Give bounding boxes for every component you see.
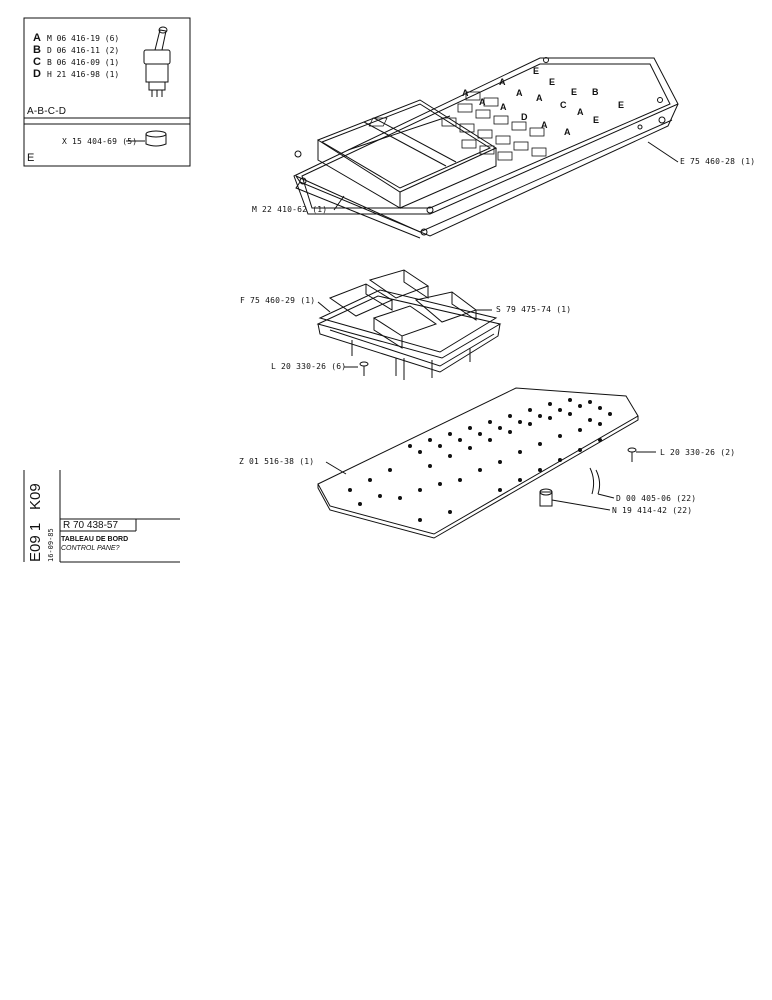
- panel-letter: A: [536, 93, 543, 103]
- panel-letter: C: [560, 100, 567, 110]
- toggle-switch-icon: [143, 26, 171, 97]
- legend-frame: [23, 17, 191, 167]
- legend-code: M 06 416-19 (6): [46, 33, 120, 43]
- panel-letter: A: [462, 88, 469, 98]
- panel-letter: E: [533, 66, 540, 76]
- part-label-board: Z 01 516-38 (1): [239, 457, 315, 466]
- part-label-lamp: N 19 414-42 (22): [612, 506, 693, 515]
- pcb-board: [317, 387, 639, 539]
- code-e: E09 1: [27, 522, 44, 562]
- part-label-cover: S 79 475-74 (1): [496, 305, 572, 314]
- legend-code: H 21 416-98 (1): [46, 69, 120, 79]
- part-label-housing: M 22 410-62 (1): [252, 205, 328, 214]
- button-grid: [368, 91, 547, 161]
- cap-icon: [126, 130, 167, 147]
- panel-letter: E: [618, 100, 625, 110]
- cap-code: X 15 404-69 (5): [62, 137, 138, 146]
- panel-letter: A: [541, 120, 548, 130]
- part-label-diode: D 00 405-06 (22): [616, 494, 697, 503]
- part-label-screw-top: L 20 330-26 (6): [271, 362, 347, 371]
- sub-housing: [316, 99, 498, 209]
- panel-letter: E: [571, 87, 578, 97]
- title-block-frame: [23, 470, 180, 563]
- pcb-holes: [348, 398, 612, 522]
- panel-base: [293, 57, 679, 239]
- legend-letter: D: [33, 68, 41, 80]
- lamp-icon: [539, 488, 611, 511]
- panel-letter: A: [516, 88, 523, 98]
- legend-row-b: B D 06 416-11 (2): [33, 44, 119, 56]
- panel-letter: D: [521, 112, 528, 122]
- code-k: K09: [27, 483, 44, 510]
- panel-letter: A: [500, 102, 507, 112]
- part-label-gasket: E 75 460-28 (1): [680, 157, 756, 166]
- legend-row-d: D H 21 416-98 (1): [33, 68, 119, 80]
- date-stamp: 16-09-85: [47, 528, 55, 562]
- panel-letter: E: [549, 77, 556, 87]
- panel-letter: A: [479, 97, 486, 107]
- screw-icon: [344, 361, 369, 376]
- legend-row-c: C B 06 416-09 (1): [33, 56, 119, 68]
- legend-letter: B: [33, 44, 41, 56]
- legend-group-label: A-B-C-D: [27, 106, 67, 117]
- legend-letter: C: [33, 56, 41, 68]
- legend-row-a: A M 06 416-19 (6): [33, 32, 119, 44]
- legend-code: B 06 416-09 (1): [46, 57, 120, 67]
- legend-letter: A: [33, 32, 41, 44]
- panel-letter: A: [499, 77, 506, 87]
- part-label-screw-board: L 20 330-26 (2): [660, 448, 736, 457]
- panel-letter: E: [593, 115, 600, 125]
- frame-assembly: [316, 269, 502, 380]
- panel-letter: A: [577, 107, 584, 117]
- title-french: TABLEAU DE BORD: [61, 536, 129, 543]
- panel-letter: A: [564, 127, 571, 137]
- cap-letter: E: [27, 152, 35, 164]
- legend-code: D 06 416-11 (2): [46, 45, 120, 55]
- part-label-frame: F 75 460-29 (1): [240, 296, 316, 305]
- reference-number: R 70 438-57: [63, 520, 119, 531]
- panel-letter: B: [592, 87, 599, 97]
- diode-icon: [589, 467, 615, 499]
- screw-icon: [627, 447, 656, 462]
- title-english: CONTROL PANE?: [61, 545, 120, 552]
